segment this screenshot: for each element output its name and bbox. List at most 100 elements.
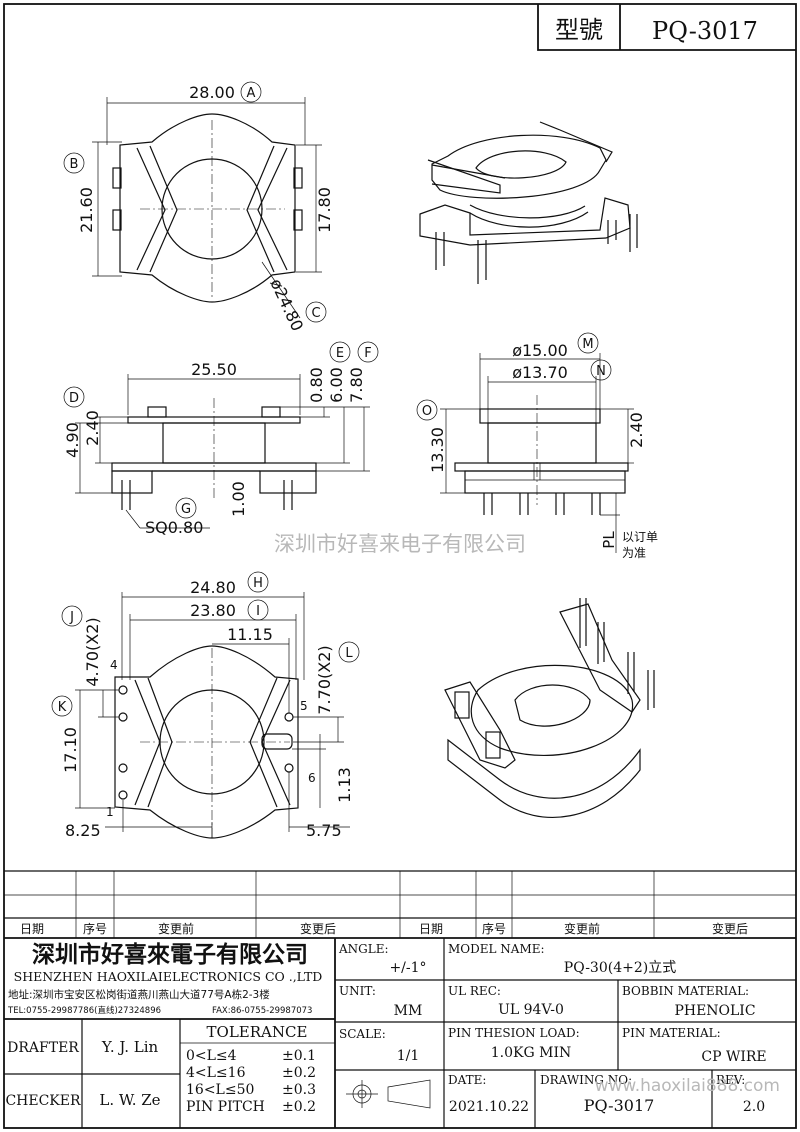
front-view: ø15.00 M ø13.70 N 13.30 O 2.40 PL 以订单 为准 xyxy=(416,332,658,560)
label-c: C xyxy=(311,306,320,321)
dim-7-80: 7.80 xyxy=(347,367,366,403)
tol-value-2: ±0.2 xyxy=(282,1065,316,1081)
label-a: A xyxy=(247,86,256,101)
dim-17-10: 17.10 xyxy=(61,727,80,773)
dim-4-70-x2: 4.70(X2) xyxy=(83,617,102,686)
isometric-view-bottom xyxy=(444,598,655,818)
bottom-view: 4 1 5 6 24.80 H 23.80 I 11.15 4.70(X2) J xyxy=(51,571,360,840)
dim-sq-0-80: SQ0.80 xyxy=(145,518,203,537)
dim-2-40-front: 2.40 xyxy=(627,412,646,448)
pin-material-value: CP WIRE xyxy=(701,1049,766,1065)
label-f: F xyxy=(364,346,371,361)
pin-material-label: PIN MATERIAL: xyxy=(622,1026,721,1040)
drafter-name: Y. J. Lin xyxy=(101,1038,159,1056)
company-fax: FAX:86-0755-29987073 xyxy=(212,1006,312,1016)
rev-header-no-2: 序号 xyxy=(482,921,506,936)
dim-21-60: 21.60 xyxy=(77,187,96,233)
checker-name: L. W. Ze xyxy=(99,1091,160,1109)
title-block: 深圳市好喜來電子有限公司 SHENZHEN HAOXILAIELECTRONIC… xyxy=(4,938,796,1128)
angle-label: ANGLE: xyxy=(338,942,389,956)
scale-label: SCALE: xyxy=(339,1027,386,1041)
date-value: 2021.10.22 xyxy=(449,1099,529,1115)
model-label: MODEL NAME: xyxy=(448,942,545,956)
drawing-no-label: DRAWING NO: xyxy=(540,1073,632,1087)
rev-header-before-2: 变更前 xyxy=(564,921,600,936)
rev-header-after-2: 变更后 xyxy=(712,921,748,936)
rev-header-after-1: 变更后 xyxy=(300,921,336,936)
dim-13-30: 13.30 xyxy=(428,427,447,473)
dim-17-80: 17.80 xyxy=(315,187,334,233)
date-label: DATE: xyxy=(448,1073,486,1087)
tol-value-4: ±0.2 xyxy=(282,1099,316,1115)
label-k: K xyxy=(58,700,67,715)
dim-24-80: 24.80 xyxy=(190,578,236,597)
model-name: PQ-30(4+2)立式 xyxy=(564,960,676,976)
bobbin-material-label: BOBBIN MATERIAL: xyxy=(622,984,749,998)
dim-dia-15-00: ø15.00 xyxy=(512,341,568,360)
rev-header-date-1: 日期 xyxy=(20,922,44,936)
label-d: D xyxy=(69,391,79,406)
side-view: 25.50 4.90 2.40 D 0.80 6.00 7.80 E F 1.0… xyxy=(63,341,379,537)
top-view: 28.00 A 21.60 B 17.80 ø24.80 C xyxy=(63,81,334,334)
label-n: N xyxy=(596,364,606,379)
part-number: PQ-3017 xyxy=(652,17,758,45)
tol-range-3: 16<L≤50 xyxy=(186,1082,254,1098)
pin-4: 4 xyxy=(110,658,118,672)
tol-range-4: PIN PITCH xyxy=(186,1099,265,1115)
company-address: 地址:深圳市宝安区松岗街道燕川燕山大道77号A栋2-3楼 xyxy=(8,988,270,1001)
pin-1: 1 xyxy=(106,805,114,819)
rev-value: 2.0 xyxy=(743,1099,765,1115)
unit-value: MM xyxy=(394,1003,423,1019)
label-o: O xyxy=(422,404,432,419)
pin-tension-label: PIN THESION LOAD: xyxy=(448,1026,580,1040)
rev-label: REV: xyxy=(716,1073,745,1087)
drafter-label: DRAFTER xyxy=(7,1040,79,1056)
bobbin-material-value: PHENOLIC xyxy=(674,1003,755,1019)
dim-25-50: 25.50 xyxy=(191,360,237,379)
part-number-header: 型號 PQ-3017 xyxy=(537,4,796,51)
rev-header-before-1: 变更前 xyxy=(158,921,194,936)
dim-28: 28.00 xyxy=(189,83,235,102)
sheet-border xyxy=(3,3,797,1129)
ul-value: UL 94V-0 xyxy=(498,1002,564,1018)
tol-value-3: ±0.3 xyxy=(282,1082,316,1098)
label-g: G xyxy=(181,502,191,517)
label-h: H xyxy=(253,576,263,591)
dim-7-70-x2: 7.70(X2) xyxy=(315,645,334,714)
type-label: 型號 xyxy=(555,16,603,44)
angle-value: +/-1° xyxy=(389,960,426,976)
label-i: I xyxy=(256,604,260,619)
watermark: 深圳市好喜来电子有限公司 xyxy=(274,532,526,556)
pl-label: PL xyxy=(600,531,618,549)
rev-header-no-1: 序号 xyxy=(83,921,107,936)
dim-0-80: 0.80 xyxy=(307,367,326,403)
unit-label: UNIT: xyxy=(339,984,376,998)
label-j: J xyxy=(69,610,74,625)
company-name-en: SHENZHEN HAOXILAIELECTRONICS CO .,LTD xyxy=(14,969,323,984)
pin-5: 5 xyxy=(300,699,308,713)
revision-table: 日期 序号 变更前 变更后 日期 序号 变更前 变更后 xyxy=(4,870,796,939)
dim-2-40-side: 2.40 xyxy=(83,410,102,446)
dim-6-00: 6.00 xyxy=(327,367,346,403)
website-watermark: www.haoxilai888.com xyxy=(595,1076,780,1096)
company-tel: TEL:0755-29987786(直线)27324896 xyxy=(7,1005,161,1016)
label-e: E xyxy=(336,346,344,361)
label-m: M xyxy=(582,337,593,352)
scale-value: 1/1 xyxy=(397,1048,420,1064)
tol-value-1: ±0.1 xyxy=(282,1048,316,1064)
label-b: B xyxy=(70,157,79,172)
tolerance-label: TOLERANCE xyxy=(207,1023,308,1041)
dim-11-15: 11.15 xyxy=(227,625,273,644)
pl-note-2: 为准 xyxy=(622,546,646,560)
dim-1-13: 1.13 xyxy=(335,767,354,803)
isometric-view-top xyxy=(419,121,638,284)
company-name-cn: 深圳市好喜來電子有限公司 xyxy=(32,941,308,968)
dim-dia-13-70: ø13.70 xyxy=(512,363,568,382)
projection-symbol xyxy=(346,1079,431,1109)
label-l: L xyxy=(345,646,353,661)
tol-range-1: 0<L≤4 xyxy=(186,1048,237,1064)
dim-dia-24-80: ø24.80 xyxy=(266,276,307,334)
tol-range-2: 4<L≤16 xyxy=(186,1065,246,1081)
rev-header-date-2: 日期 xyxy=(419,922,443,936)
